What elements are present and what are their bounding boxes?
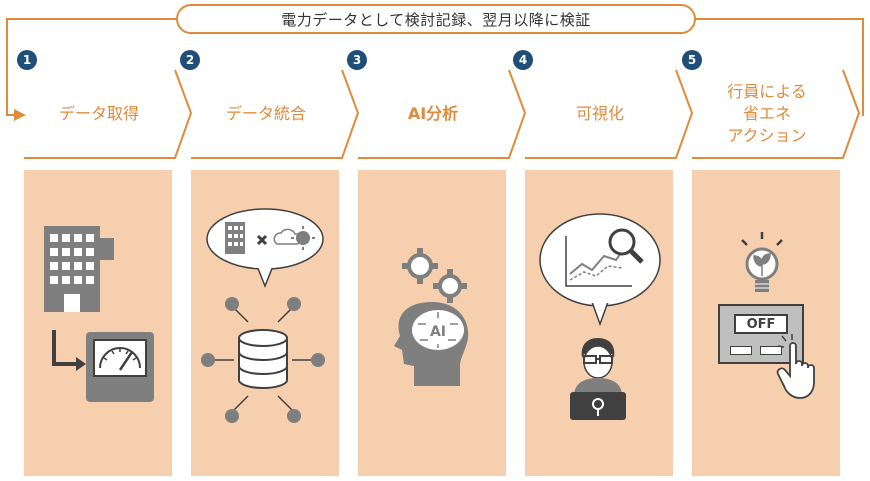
ai-text: AI <box>430 324 446 340</box>
chevron-step-2 <box>191 69 360 159</box>
step-label-4: 可視化 <box>575 104 624 123</box>
meter-icon <box>86 332 154 402</box>
step-number-2: 2 <box>180 50 200 70</box>
building-icon <box>44 226 114 312</box>
step-label-3: AI分析 <box>407 104 459 123</box>
pointing-hand-icon <box>776 334 815 399</box>
panel-step-1 <box>24 170 172 476</box>
loop-line-right <box>862 18 864 116</box>
database-hub-icon <box>201 297 325 423</box>
loop-banner: 電力データとして検討記録、翌月以降に検証 <box>176 4 696 34</box>
step-label-2: データ統合 <box>225 104 306 123</box>
step-number-1: 1 <box>17 50 37 70</box>
loop-arrowhead-icon <box>14 109 26 121</box>
chevron-step-4 <box>525 69 694 159</box>
step-label-5: 行員による 省エネ アクション <box>727 82 807 145</box>
chevron-step-1 <box>24 69 193 159</box>
down-right-arrow-icon <box>52 330 86 371</box>
analyst-person-icon <box>570 338 626 420</box>
chevron-step-3 <box>358 69 527 159</box>
loop-line-entry <box>6 114 18 116</box>
loop-banner-text: 電力データとして検討記録、翌月以降に検証 <box>281 10 591 29</box>
loop-line-left <box>6 18 8 116</box>
step-number-3: 3 <box>347 50 367 70</box>
step-number-5: 5 <box>682 50 702 70</box>
loop-line-top-left <box>6 18 178 20</box>
chart-bubble-icon <box>539 213 661 326</box>
lightbulb-icon <box>741 232 783 292</box>
switch-slot-right <box>760 346 782 355</box>
ai-brain-gears-icon: AI <box>394 248 469 386</box>
step-number-4: 4 <box>513 50 533 70</box>
off-button: OFF <box>734 314 788 334</box>
step-label-1: データ取得 <box>58 104 139 123</box>
off-button-label: OFF <box>746 316 776 332</box>
chevron-step-5 <box>692 69 861 159</box>
building-weather-bubble-icon <box>206 208 324 288</box>
switch-slot-left <box>730 346 752 355</box>
loop-line-top-right <box>694 18 864 20</box>
